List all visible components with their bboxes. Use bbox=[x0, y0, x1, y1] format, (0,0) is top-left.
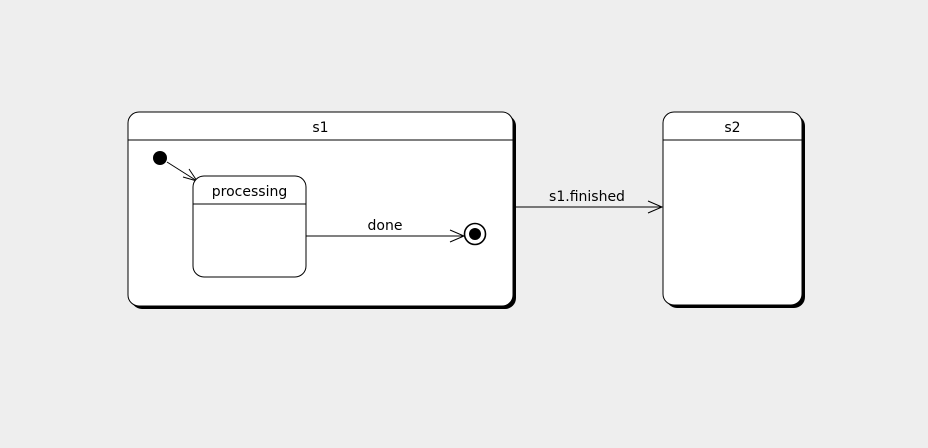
initial-pseudostate-icon[interactable] bbox=[153, 151, 167, 165]
state-processing[interactable]: processing bbox=[192, 175, 307, 278]
transition-initial-to-processing-line bbox=[166, 161, 198, 182]
state-s1[interactable]: s1 bbox=[127, 111, 516, 309]
transition-s1-to-s2-label: s1.finished bbox=[549, 189, 625, 205]
state-s2-title: s2 bbox=[724, 120, 740, 136]
transition-s1-to-s2-arrowhead bbox=[647, 200, 664, 214]
transition-s1-to-s2[interactable]: s1.finished bbox=[516, 189, 664, 214]
state-processing-title: processing bbox=[212, 184, 287, 200]
state-processing-body[interactable] bbox=[192, 175, 307, 278]
state-s2[interactable]: s2 bbox=[662, 111, 805, 308]
final-state-inner-dot bbox=[469, 228, 481, 240]
state-s1-title: s1 bbox=[312, 120, 328, 136]
state-s1-body[interactable] bbox=[127, 111, 514, 307]
final-state-icon[interactable] bbox=[463, 222, 487, 246]
state-s2-body[interactable] bbox=[662, 111, 803, 306]
transition-processing-to-final-label: done bbox=[368, 218, 403, 234]
